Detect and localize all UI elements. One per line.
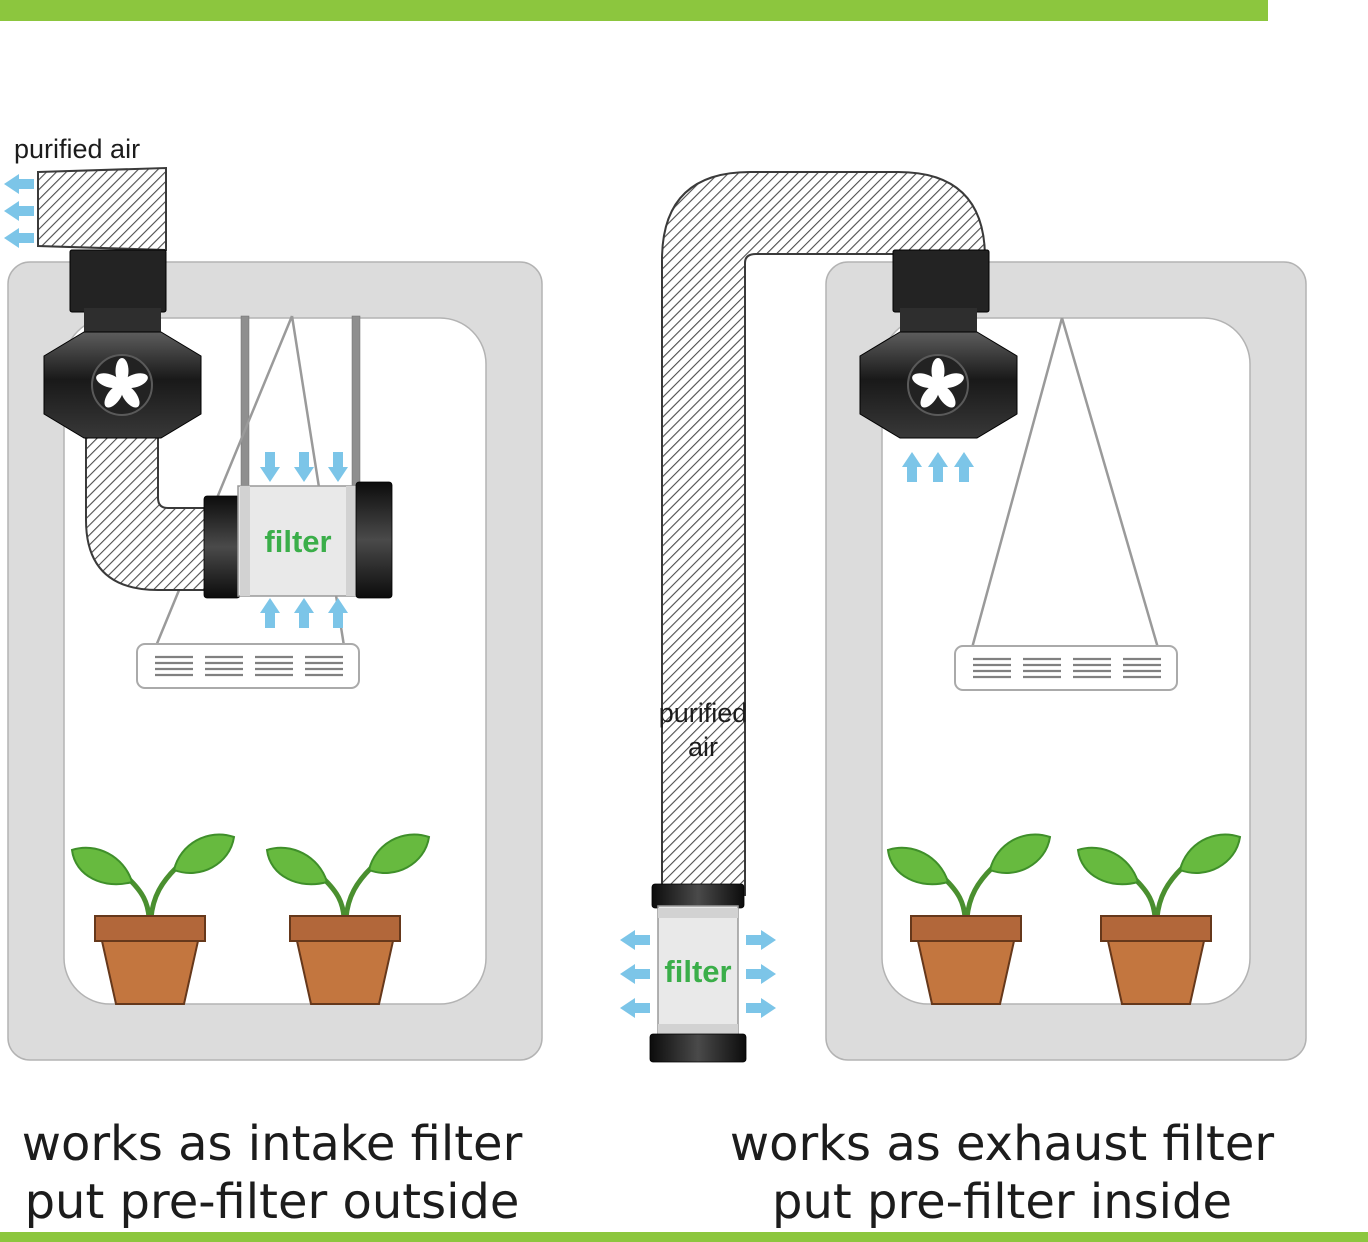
- right-diagram: purified air: [620, 171, 1307, 1230]
- filter-label: filter: [264, 524, 331, 559]
- grow-light-panel: [954, 645, 1178, 691]
- fan-airflow-arrows: [902, 452, 974, 482]
- inline-fan-unit: [859, 331, 1018, 439]
- filter-cap-bottom: [649, 1033, 747, 1063]
- flow-arrow-icon: [746, 998, 776, 1018]
- grow-light: [954, 645, 1178, 691]
- left-diagram: purified air: [4, 134, 543, 1230]
- purified-air-label: air: [688, 732, 718, 762]
- grow-light: [136, 643, 360, 689]
- fan-to-filter-duct: [85, 427, 207, 591]
- carbon-filter: filter: [203, 481, 393, 599]
- purified-air-label: purified: [659, 698, 748, 728]
- left-caption-line2: put pre-filter outside: [25, 1174, 520, 1230]
- top-accent-bar: [0, 0, 1268, 21]
- flow-arrow-icon: [620, 998, 650, 1018]
- flow-arrow-icon: [4, 201, 34, 221]
- filter-label: filter: [664, 954, 731, 989]
- fan-joint: [84, 308, 161, 336]
- filter-cap-top: [651, 883, 745, 909]
- filter-body-ridge: [240, 486, 250, 596]
- fan-connector: [69, 249, 167, 313]
- filter-body: [237, 485, 359, 597]
- outlet-duct: [37, 166, 167, 252]
- filter-body-ridge: [658, 1024, 738, 1034]
- filter-cap-right: [355, 481, 393, 599]
- flow-arrow-icon: [746, 930, 776, 950]
- filter-body-ridge: [658, 908, 738, 918]
- fan-connector: [892, 249, 990, 313]
- exit-airflow-arrows: [4, 174, 34, 248]
- inline-fan-unit: [43, 331, 202, 439]
- purified-air-label: purified air: [14, 134, 140, 164]
- filter-strap: [240, 315, 250, 493]
- flow-arrow-icon: [746, 964, 776, 984]
- bottom-accent-bar: [0, 1232, 1368, 1242]
- filter-cap-left: [203, 495, 241, 599]
- grow-light-panel: [136, 643, 360, 689]
- flow-arrow-icon: [4, 228, 34, 248]
- flow-arrow-icon: [4, 174, 34, 194]
- right-caption-line2: put pre-filter inside: [772, 1174, 1232, 1230]
- filter-strap: [351, 315, 361, 493]
- filter-body-ridge: [346, 486, 356, 596]
- exhaust-duct: [661, 171, 986, 896]
- right-caption-line1: works as exhaust filter: [730, 1116, 1274, 1172]
- light-hanger-wires: [970, 317, 1160, 649]
- flow-arrow-icon: [620, 964, 650, 984]
- left-caption-line1: works as intake filter: [22, 1116, 523, 1172]
- carbon-filter: filter: [649, 883, 747, 1063]
- flow-arrow-icon: [620, 930, 650, 950]
- fan-joint: [900, 308, 977, 336]
